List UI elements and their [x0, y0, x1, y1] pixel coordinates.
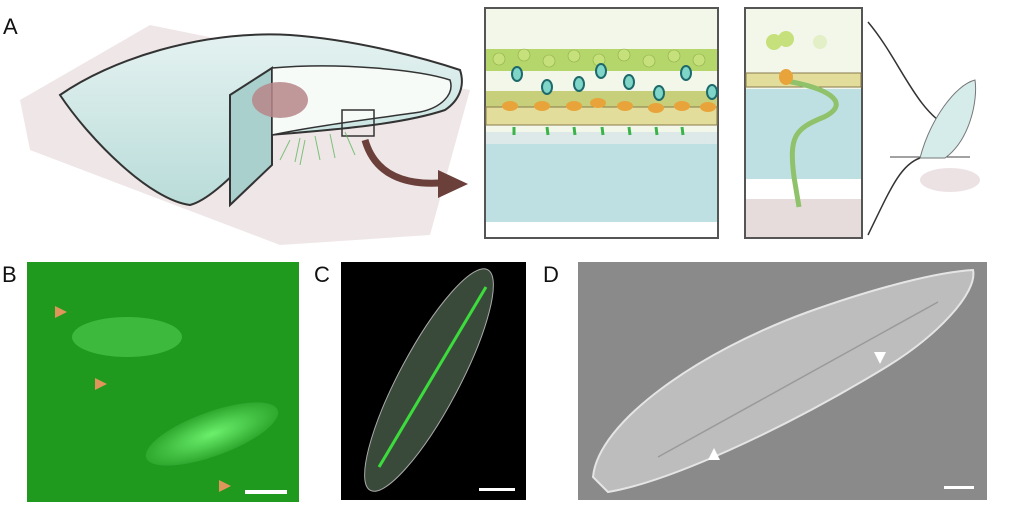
arrowhead-marker — [874, 352, 886, 364]
raphe-detail-inset — [744, 7, 863, 239]
arrowhead-marker — [95, 378, 107, 390]
zoom-box — [341, 109, 375, 137]
raphe-slit — [785, 78, 839, 208]
zoom-arrow-head — [438, 170, 468, 198]
sem-micrograph-d — [578, 262, 987, 500]
arrowhead-marker — [219, 480, 231, 492]
myosin-motors — [502, 63, 718, 113]
cell-interior — [271, 65, 452, 136]
membrane-detail-inset — [484, 7, 719, 239]
motor-protein — [779, 69, 793, 85]
panel-label-c: C — [314, 262, 330, 287]
raphe-fluorescence — [377, 286, 488, 468]
scale-bar — [944, 486, 974, 489]
scale-bar — [245, 490, 287, 494]
panel-label-d: D — [543, 262, 559, 287]
diatom-frustule — [591, 268, 975, 494]
fluorescence-micrograph-b — [27, 262, 299, 502]
diatom-cell-2 — [145, 402, 279, 466]
diatom-cell-1 — [72, 317, 182, 357]
scale-bar — [479, 488, 515, 491]
arrowhead-marker — [55, 306, 67, 318]
fluorescence-micrograph-c — [341, 262, 526, 500]
adhesive-fibers — [279, 131, 356, 166]
arrowhead-marker — [708, 448, 720, 460]
nucleus — [252, 82, 308, 118]
zoom-arrow — [361, 138, 441, 187]
panel-label-a: A — [3, 14, 18, 39]
panel-label-b: B — [2, 262, 17, 287]
cell-orientation-diagram — [867, 21, 980, 236]
diatom-cell-illustration — [20, 25, 470, 245]
